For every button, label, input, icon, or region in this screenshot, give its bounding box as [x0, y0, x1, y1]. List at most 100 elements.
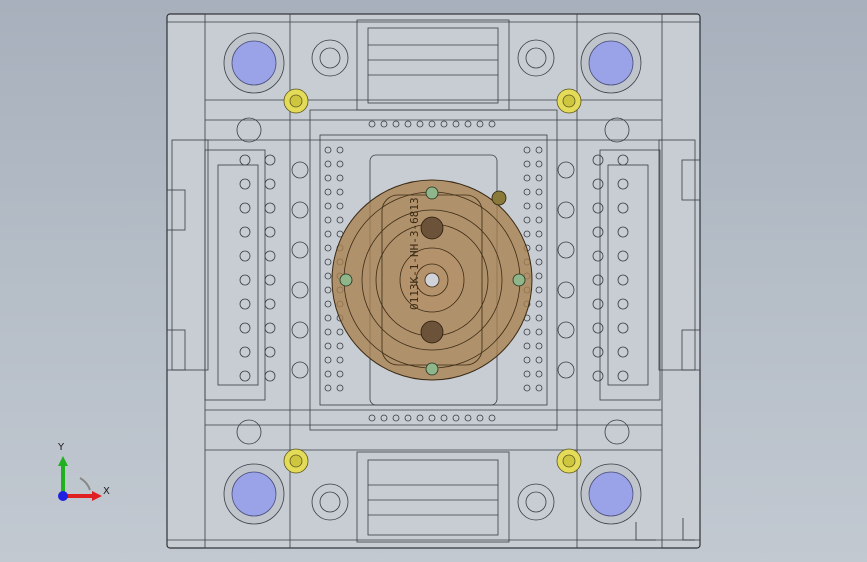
return-pin-1-inner	[319, 47, 341, 69]
screw-top-left-hex	[289, 94, 303, 108]
pin-hole	[592, 346, 604, 358]
pin-hole	[488, 414, 496, 422]
pin-hole	[523, 160, 531, 168]
pin-hole	[324, 258, 332, 266]
pin-hole	[535, 272, 543, 280]
pin-hole	[264, 346, 276, 358]
pin-hole	[392, 120, 400, 128]
pin-hole	[239, 202, 251, 214]
pin-hole	[535, 314, 543, 322]
pin-hole	[324, 328, 332, 336]
left-side-tab-1	[166, 189, 186, 231]
pin-hole	[523, 384, 531, 392]
return-pin-8	[604, 419, 630, 445]
pin-hole	[239, 226, 251, 238]
pin-hole	[392, 414, 400, 422]
pin-hole	[523, 342, 531, 350]
pin-hole	[535, 300, 543, 308]
core-ring-2	[361, 209, 503, 351]
pin-hole	[535, 188, 543, 196]
pin-hole	[404, 414, 412, 422]
pin-hole	[557, 361, 575, 379]
screw-top-right-hex	[562, 94, 576, 108]
pin-hole	[592, 202, 604, 214]
pin-hole	[324, 202, 332, 210]
pin-hole	[592, 298, 604, 310]
locating-pin-bottom	[425, 362, 439, 376]
pin-hole	[523, 328, 531, 336]
pin-hole	[336, 356, 344, 364]
pin-hole	[264, 178, 276, 190]
pin-hole	[452, 120, 460, 128]
return-pin-7	[236, 419, 262, 445]
return-pin-2	[517, 39, 555, 77]
pin-hole	[239, 154, 251, 166]
pin-hole	[324, 146, 332, 154]
guide-bushing-top-right-core	[588, 40, 634, 86]
pin-hole	[535, 356, 543, 364]
guide-bushing-top-left-core	[231, 40, 277, 86]
pin-hole	[557, 281, 575, 299]
pin-hole	[557, 201, 575, 219]
pin-hole	[523, 188, 531, 196]
pin-hole	[592, 274, 604, 286]
triad-rotation-arc	[79, 477, 91, 491]
pin-hole	[440, 120, 448, 128]
pin-hole	[264, 274, 276, 286]
corner-mark-2	[682, 518, 695, 541]
pin-hole	[488, 120, 496, 128]
left-side-block	[171, 139, 209, 371]
pin-hole	[523, 356, 531, 364]
pin-hole	[380, 120, 388, 128]
pin-hole	[239, 322, 251, 334]
guide-bushings	[223, 32, 642, 525]
return-pin-3-inner	[319, 491, 341, 513]
pin-hole	[264, 202, 276, 214]
right-side-tab-2	[681, 329, 701, 371]
return-pin-4	[517, 483, 555, 521]
pin-hole	[617, 202, 629, 214]
bottom-slider	[356, 451, 510, 543]
pin-hole	[617, 370, 629, 382]
locating-pin-right	[512, 273, 526, 287]
pin-hole	[592, 178, 604, 190]
pin-hole	[535, 328, 543, 336]
pin-hole	[404, 120, 412, 128]
coordinate-triad: Y X	[50, 440, 120, 510]
pin-hole	[336, 160, 344, 168]
corner-mark-1	[635, 522, 656, 541]
central-core-insert: 0113K-1-HH-3-6813	[331, 179, 533, 381]
screw-bottom-left-hex	[289, 454, 303, 468]
right-side-tab-1	[681, 159, 701, 201]
return-pin-4-inner	[525, 491, 547, 513]
pin-hole	[264, 154, 276, 166]
pin-hole	[535, 174, 543, 182]
pin-hole	[324, 160, 332, 168]
return-pin-2-inner	[525, 47, 547, 69]
pin-hole	[324, 188, 332, 196]
pin-hole	[617, 178, 629, 190]
return-pin-3	[311, 483, 349, 521]
pin-hole	[291, 281, 309, 299]
core-boss-top	[420, 216, 444, 240]
triad-x-arrowhead	[92, 491, 102, 501]
pin-hole	[336, 328, 344, 336]
pin-hole	[239, 274, 251, 286]
pin-hole	[452, 414, 460, 422]
pin-hole	[336, 384, 344, 392]
pin-hole	[535, 258, 543, 266]
pin-hole	[324, 216, 332, 224]
pin-hole	[592, 226, 604, 238]
triad-origin	[58, 491, 68, 501]
pin-hole	[264, 250, 276, 262]
pin-hole	[617, 250, 629, 262]
pin-hole	[592, 154, 604, 166]
pin-hole	[523, 202, 531, 210]
pin-hole	[535, 384, 543, 392]
pin-hole	[535, 202, 543, 210]
pin-hole	[535, 216, 543, 224]
pin-hole	[324, 314, 332, 322]
triad-graphic	[58, 456, 102, 501]
pin-hole	[291, 201, 309, 219]
